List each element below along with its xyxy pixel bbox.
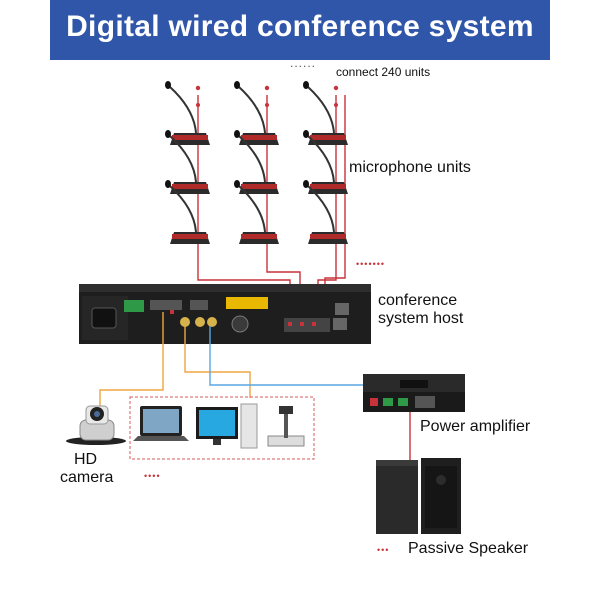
microphone-unit [165,81,210,145]
page-title: Digital wired conference system [66,10,534,43]
microphone-unit [303,130,348,194]
conference-host [79,284,371,344]
title-banner: Digital wired conference system [50,0,550,60]
microphone-unit [303,81,348,145]
passive-speaker-label: Passive Speaker [408,540,529,557]
microphone-unit [303,180,348,244]
host-label-line1: conference [378,292,458,309]
mic-cable-dots [195,85,339,107]
microphone-units [165,81,348,244]
connect-units-label: connect 240 units [336,65,431,79]
av-cables [99,312,411,460]
hd-camera-label-line1: HD [74,451,98,468]
passive-speaker-icon [376,458,461,534]
host-label-line2: system host [378,310,464,327]
peripherals-frame [129,396,315,460]
laptop-icon [133,406,189,441]
microphone-units-label: microphone units [349,159,471,176]
document-camera-icon [267,406,305,447]
microphone-unit [165,130,210,194]
hd-camera-label-line2: camera [60,469,114,486]
microphone-unit [165,180,210,244]
connect-dots: ...... [290,56,317,70]
peripherals-more-dots: •••• [144,471,161,481]
microphone-unit [234,81,279,145]
power-amplifier-label: Power amplifier [420,418,531,435]
power-amplifier-icon [363,374,465,412]
microphone-more-dots: ••••••• [356,259,386,269]
speaker-more-dots: ••• [377,545,390,555]
desktop-computer-icon [196,403,258,449]
microphone-unit [234,180,279,244]
microphone-unit [234,130,279,194]
hd-camera-icon [66,405,126,445]
